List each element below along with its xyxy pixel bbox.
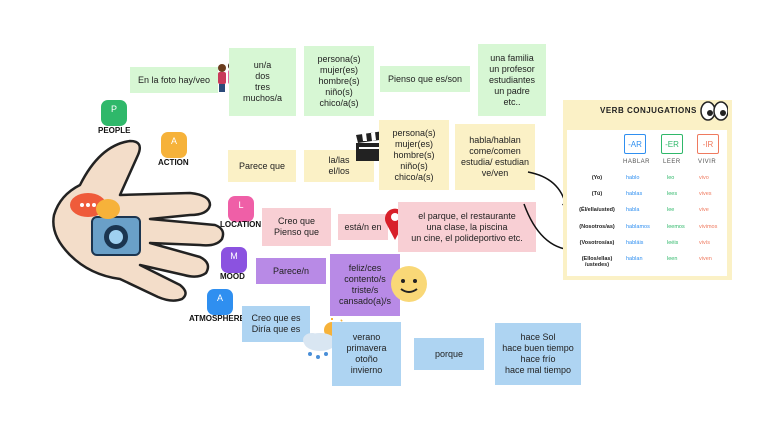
verb-card (567, 130, 727, 276)
infinitive-hablar: HABLAR (623, 159, 651, 165)
conjugation-cell: hablas (626, 191, 643, 197)
ending-ar: -AR (624, 134, 646, 154)
note-familia: una familia un profesor estudiantes un p… (478, 44, 546, 116)
speech-bubbles-icon (70, 193, 120, 219)
conjugation-cell: leo (667, 175, 675, 181)
label-mood: MOOD (220, 272, 245, 281)
conjugation-cell: lee (667, 207, 675, 213)
note-habla: habla/hablan come/comen estudia/ estudia… (455, 124, 535, 190)
conjugation-cell: hablamos (626, 224, 650, 230)
conjugation-cell: habláis (626, 240, 644, 246)
note-tiempo: hace Sol hace buen tiempo hace frío hace… (495, 323, 581, 385)
conjugation-cell: hablan (626, 256, 643, 262)
eyes-icon (700, 101, 728, 121)
pronoun-label: (Ellos/ellas) /ustedes) (581, 256, 613, 268)
conjugation-cell: leen (667, 256, 678, 262)
badge-location: L (228, 196, 254, 222)
infinitive-vivir: VIVIR (698, 159, 717, 165)
label-people: PEOPLE (98, 126, 131, 135)
note-creo-diria: Creo que es Diría que es (242, 306, 310, 342)
conjugation-cell: vive (699, 207, 709, 213)
pronoun-label: (Tú) (591, 191, 603, 197)
note-parece-que: Parece que (228, 150, 296, 182)
badge-atmosphere: A (207, 289, 233, 315)
label-atmosphere: ATMOSPHERE (189, 314, 245, 323)
note-persons-top: persona(s) mujer(es) hombre(s) niño(s) c… (304, 46, 374, 116)
smiley-icon (391, 266, 427, 302)
pronoun-label: (Él/ella/usted) (579, 207, 615, 213)
clapperboard-icon (356, 131, 386, 161)
note-numbers: un/a dos tres muchos/a (229, 48, 296, 116)
pronoun-label: (Yo) (591, 175, 603, 181)
conjugation-cell: vives (699, 191, 712, 197)
conjugation-cell: hablo (626, 175, 640, 181)
conjugation-cell: viven (699, 256, 712, 262)
pronoun-label: (Vosotros/as) (579, 240, 615, 246)
note-parece-n: Parece/n (256, 258, 326, 284)
conjugation-cell: lees (667, 191, 678, 197)
badge-people: P (101, 100, 127, 126)
verb-title: VERB CONJUGATIONS (600, 106, 697, 115)
conjugation-cell: habla (626, 207, 640, 213)
note-persons-mid: persona(s) mujer(es) hombre(s) niño(s) c… (379, 120, 449, 190)
badge-mood: M (221, 247, 247, 273)
ending-er: -ER (661, 134, 683, 154)
note-estaciones: verano primavera otoño invierno (332, 322, 401, 386)
weather-icon (303, 318, 346, 359)
badge-action: A (161, 132, 187, 158)
note-feliz: feliz/ces contento/s triste/s cansado(a)… (330, 254, 400, 316)
conjugation-cell: vivís (699, 240, 710, 246)
pronoun-label: (Nosotros/as) (579, 224, 615, 230)
conjugation-cell: vivimos (699, 224, 718, 230)
label-location: LOCATION (220, 220, 262, 229)
ending-ir: -IR (697, 134, 719, 154)
note-porque: porque (414, 338, 484, 370)
infinitive-leer: LEER (663, 159, 681, 165)
note-en-la-foto: En la foto hay/veo (130, 67, 218, 93)
note-esta-en: está/n en (338, 214, 388, 240)
note-lugares: el parque, el restaurante una clase, la … (398, 202, 536, 252)
conjugation-cell: vivo (699, 175, 709, 181)
conjugation-cell: leemos (667, 224, 685, 230)
label-action: ACTION (158, 158, 189, 167)
note-creo-pienso: Creo que Pienso que (262, 208, 331, 246)
note-pienso: Pienso que es/son (380, 66, 470, 92)
hand-illustration (52, 139, 225, 302)
conjugation-cell: leéis (667, 240, 679, 246)
